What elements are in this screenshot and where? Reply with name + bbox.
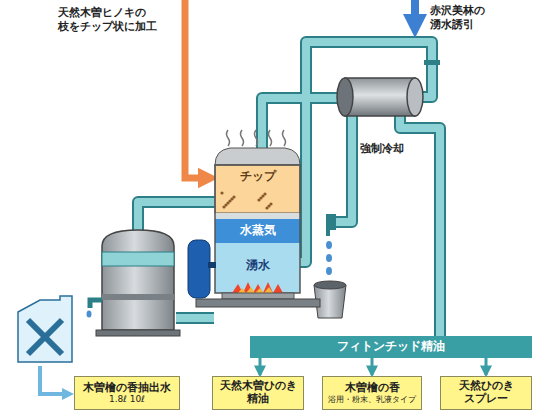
drawing-part [326,267,332,275]
band-layer: チップ [215,166,300,188]
annotation-label: 赤沢美林の 湧水誘引 [430,4,504,32]
node-subtext: 浴用・粉末、乳液タイプ [328,395,416,404]
drawing-part [96,330,180,336]
drawing-part [269,130,272,146]
product-arrow [40,366,68,394]
drawing-part [262,98,345,152]
drawing-part [232,282,283,293]
drawing-part [334,116,352,222]
drawing-part [208,262,216,268]
drawing-part [300,42,432,262]
steam-waves [227,130,286,146]
drawing-part [102,294,174,300]
node-text: 天然ひのき スプレー [445,380,527,405]
drops [326,241,332,275]
chip-dot [269,202,272,205]
drawing-part [215,213,300,219]
drawing-part [314,281,346,289]
drawing-part [215,165,300,293]
drawing-part [241,130,244,146]
drawing-part [337,78,353,116]
chip-arrow [185,0,208,178]
node-text: 水蒸気 [240,224,276,238]
valve [424,60,440,65]
chip-dot [232,195,235,198]
node-subtext: 1.8ℓ 10ℓ [109,394,145,404]
node-text: 木曽檜の香抽出水 [83,382,171,395]
output-bar: フィトンチッド精油 [250,336,532,358]
drawing-part [255,130,258,146]
drawing-part [215,148,300,165]
band-layer: 水蒸気 [215,220,300,242]
drawing-part [326,254,332,262]
drawing-part [400,116,440,336]
drawing-part [326,241,332,249]
band-layer: 湧水 [215,252,300,280]
drawing-part [102,230,174,330]
product-box: 木曽檜の香抽出水1.8ℓ 10ℓ [74,376,180,410]
node-text: 天然木曽ひのき 精油 [217,380,299,405]
drawing-part [87,311,92,318]
annotation-label: 天然木曽ヒノキの 枝をチップ状に加工 [58,6,164,34]
product-box: 木曽檜の香浴用・粉末、乳液タイプ [322,376,422,410]
drawing-part [345,78,415,116]
faucet-spout [326,230,330,236]
drawing-part [28,320,62,354]
drawing-part [283,130,286,146]
drawing-part [176,314,214,322]
drawing-part [300,42,432,262]
drawing-part [176,312,214,324]
drawing-part [188,240,210,298]
condenser [337,78,423,116]
drawing-part [196,299,320,307]
product-box: 天然ひのき スプレー [440,376,532,410]
drawing-part [90,300,102,308]
drawing-part [238,287,273,293]
water-arrow [411,0,419,26]
drawing-part [334,116,352,222]
node-text: 木曽檜の香 [345,382,400,395]
drawing-part [400,116,440,336]
separator-tank [87,230,181,336]
chip-dot [220,191,223,194]
drawing-part [407,78,423,116]
product-box: 天然木曽ひのき 精油 [212,376,304,410]
flow-arrow [259,358,262,375]
flow-arrow [485,358,488,375]
jerrycan [18,296,72,362]
drawing-part [227,130,230,146]
drawing-part [18,296,72,362]
chips [220,191,272,209]
distiller [215,130,300,293]
pump [188,240,216,298]
node-text: 湧水 [246,259,270,273]
annotation-label: 強制冷却 [360,142,420,156]
chip-dot [263,192,266,195]
node-text: フィトンチッド精油 [337,340,445,354]
drawing-part [215,165,300,213]
drawing-part [215,219,300,243]
drawing-part [138,202,216,232]
faucet [326,214,336,230]
drawing-part [222,293,294,299]
drawing-part [215,243,300,293]
drawing-part [102,252,174,266]
flow-arrow [371,358,374,375]
drawing-part [138,202,216,232]
burner [196,282,320,307]
node-text: チップ [240,170,276,184]
